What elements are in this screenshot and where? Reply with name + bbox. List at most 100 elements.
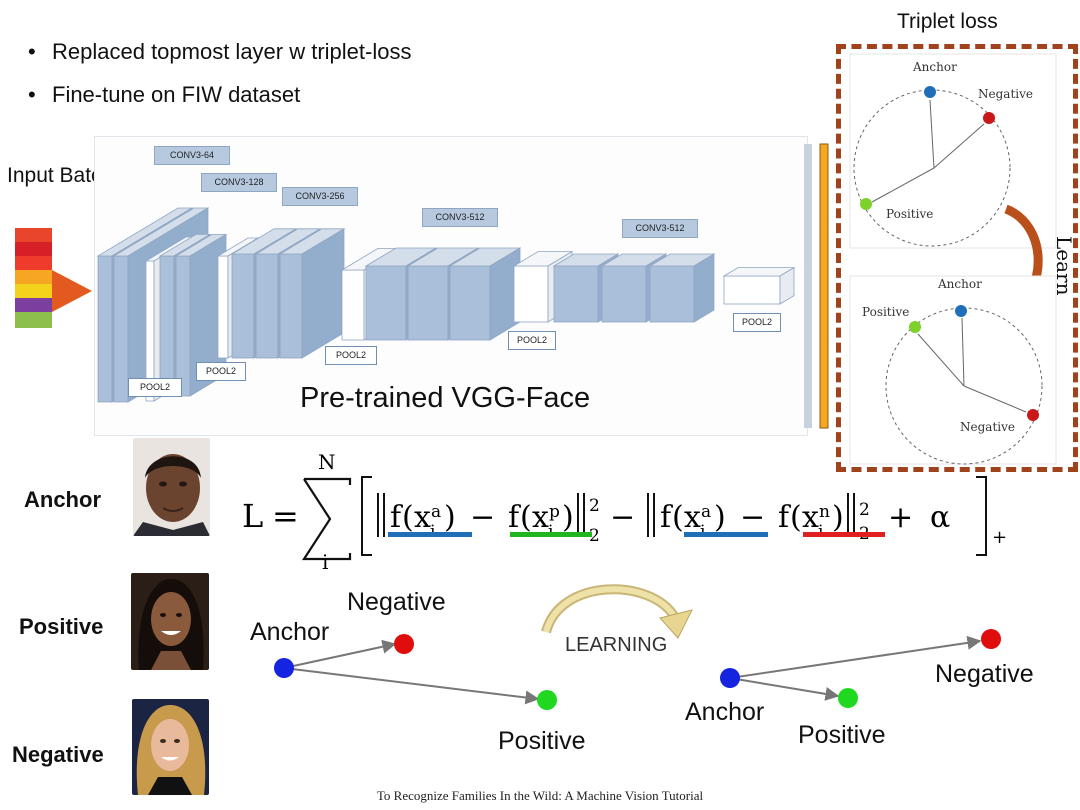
svg-text:+: + xyxy=(888,500,913,535)
svg-text:(: ( xyxy=(790,500,802,535)
input-block xyxy=(15,298,52,312)
left-negative-dot xyxy=(394,634,414,654)
input-block xyxy=(15,270,52,284)
svg-text:(: ( xyxy=(520,500,532,535)
formula-negative-underline xyxy=(803,532,885,537)
conv-label: CONV3-256 xyxy=(282,187,358,206)
right-anchor-label: Anchor xyxy=(685,698,765,726)
triplet-loss-formula: L = N i + f ( x a i ) − f ( x p i ) 2 2 … xyxy=(242,450,1007,574)
formula-sum-upper: N xyxy=(318,450,336,474)
triplet-bottom-negative-dot xyxy=(1027,409,1039,421)
right-anchor-negative-edge xyxy=(729,635,982,679)
input-block xyxy=(15,256,52,270)
pool-label: POOL2 xyxy=(325,346,377,365)
pool-label: POOL2 xyxy=(196,362,246,381)
input-batch-stack xyxy=(15,228,92,328)
bullet-text: Fine-tune on FIW dataset xyxy=(52,82,301,107)
formula-lhs: L xyxy=(242,497,263,535)
formula-plus-subscript: + xyxy=(992,527,1007,548)
left-positive-label: Positive xyxy=(498,727,586,755)
svg-text:f: f xyxy=(508,500,521,535)
svg-text:2: 2 xyxy=(589,526,600,546)
bullet-item: •Fine-tune on FIW dataset xyxy=(28,73,411,116)
triplet-top-negative-label: Negative xyxy=(978,87,1033,101)
pool-label: POOL2 xyxy=(128,378,182,397)
svg-text:f: f xyxy=(660,500,673,535)
triplet-top-anchor-label: Anchor xyxy=(913,60,957,74)
formula-equals: = xyxy=(272,497,299,535)
footer-caption: To Recognize Families In the Wild: A Mac… xyxy=(376,788,704,803)
left-anchor-negative-edge xyxy=(283,639,397,669)
left-anchor-label: Anchor xyxy=(250,618,330,646)
vgg-network-diagram xyxy=(96,143,829,429)
conv-label: CONV3-64 xyxy=(154,146,230,165)
triplet-panel-title: Triplet loss xyxy=(897,10,998,33)
svg-text:−: − xyxy=(740,500,765,535)
formula-sum-lower: i xyxy=(322,550,328,574)
positive-face-photo xyxy=(131,573,209,670)
formula-sum-sign xyxy=(301,477,352,561)
left-anchor-dot xyxy=(274,658,294,678)
triplet-panel-frame xyxy=(836,44,1078,472)
left-negative-label: Negative xyxy=(347,588,446,616)
input-batch-label: Input Batch xyxy=(7,164,114,187)
svg-text:): ) xyxy=(444,500,456,535)
left-anchor-positive-edge xyxy=(283,667,540,705)
svg-text:2: 2 xyxy=(589,496,600,516)
formula-norm-negative: f ( x a i ) − f ( x n i ) 2 2 xyxy=(647,493,885,544)
svg-text:p: p xyxy=(549,502,560,522)
triplet-bottom-positive-dot xyxy=(909,321,921,333)
conv-label: CONV3-512 xyxy=(422,208,498,227)
formula-alpha: α xyxy=(930,500,950,535)
triplet-bottom-positive-label: Positive xyxy=(862,305,910,319)
learning-diagram xyxy=(274,584,1001,710)
right-negative-dot xyxy=(981,629,1001,649)
svg-text:x: x xyxy=(802,500,819,535)
right-positive-label: Positive xyxy=(798,721,886,749)
svg-text:−: − xyxy=(610,500,635,535)
conv-label: CONV3-128 xyxy=(201,173,277,192)
formula-norm-positive: f ( x a i ) − f ( x p i ) 2 2 xyxy=(377,493,600,546)
bullet-item: •Replaced topmost layer w triplet-loss xyxy=(28,30,411,73)
formula-positive-underline xyxy=(510,532,592,537)
triplet-loss-layer xyxy=(819,143,829,429)
network-title: Pre-trained VGG-Face xyxy=(300,382,591,414)
svg-text:x: x xyxy=(532,500,549,535)
input-block xyxy=(15,284,52,298)
input-block xyxy=(15,312,52,328)
svg-text:): ) xyxy=(832,500,844,535)
svg-text:f: f xyxy=(390,500,403,535)
pool-block xyxy=(722,266,796,305)
svg-text:): ) xyxy=(714,500,726,535)
formula-anchor-underline xyxy=(388,532,472,537)
svg-text:a: a xyxy=(431,502,441,522)
triplet-bottom-box xyxy=(849,275,1057,465)
formula-left-bracket xyxy=(361,476,372,556)
triplet-bottom-anchor-label: Anchor xyxy=(938,277,982,291)
negative-face-photo xyxy=(132,699,209,795)
svg-text:n: n xyxy=(819,502,830,522)
row-label-negative: Negative xyxy=(12,742,104,767)
fc-layer xyxy=(804,144,812,428)
input-arrow xyxy=(52,270,92,312)
learning-arrowhead xyxy=(659,609,693,639)
svg-text:x: x xyxy=(684,500,701,535)
svg-text:−: − xyxy=(470,500,495,535)
row-label-anchor: Anchor xyxy=(24,487,101,512)
svg-text:a: a xyxy=(701,502,711,522)
pool-label: POOL2 xyxy=(508,331,556,350)
formula-right-bracket xyxy=(976,476,987,556)
svg-text:x: x xyxy=(414,500,431,535)
formula-anchor-underline xyxy=(684,532,768,537)
input-block xyxy=(15,242,52,256)
bullet-text: Replaced topmost layer w triplet-loss xyxy=(52,39,412,64)
input-block xyxy=(15,228,52,242)
svg-text:2: 2 xyxy=(859,500,870,520)
anchor-face-photo xyxy=(133,438,210,536)
svg-text:(: ( xyxy=(672,500,684,535)
triplet-panel-diagram xyxy=(849,53,1057,465)
conv-block xyxy=(174,233,228,397)
svg-text:): ) xyxy=(562,500,574,535)
conv-block xyxy=(278,228,346,359)
right-negative-label: Negative xyxy=(935,660,1034,688)
